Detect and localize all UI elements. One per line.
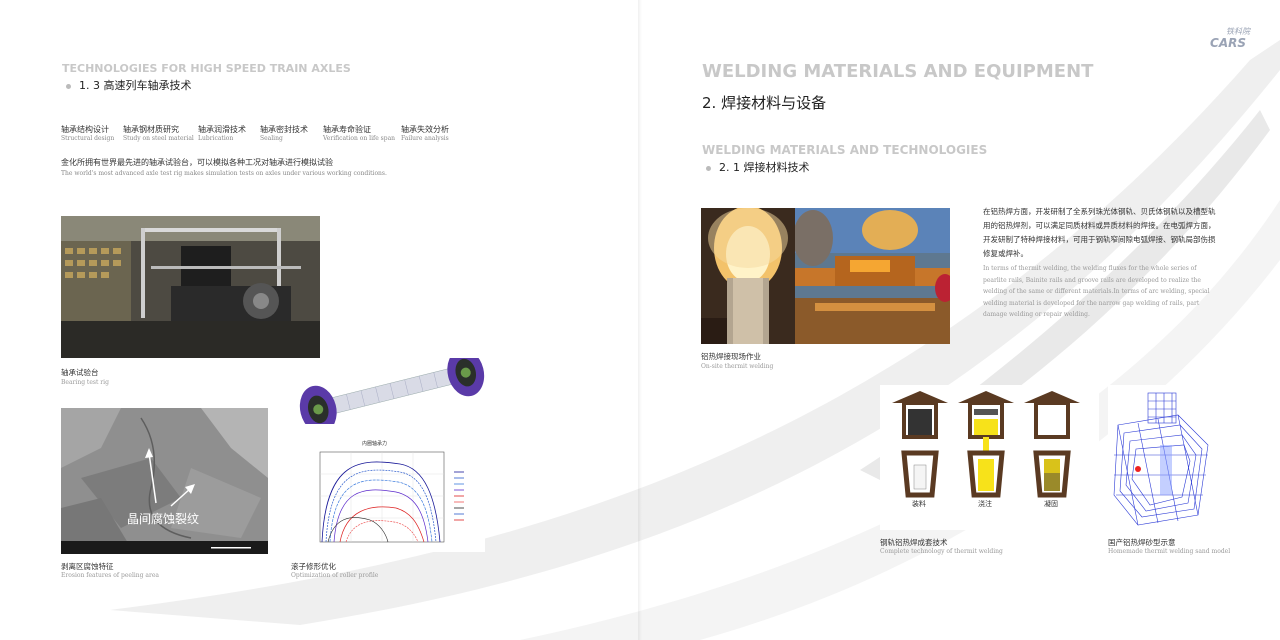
onsite-caption-zh: 铝热焊接现场作业 (701, 352, 761, 361)
bullet-dot (706, 165, 711, 171)
sem-image: 晶间腐蚀裂纹 (61, 408, 268, 554)
topic-list: 轴承结构设计 Structural design 轴承钢材质研究 Study o… (61, 124, 461, 148)
complete-caption-zh: 钢轨铝热焊成套技术 (880, 538, 948, 547)
roller-profile-chart: 内圈轴承力 (300, 438, 485, 552)
topic-en: Lubrication (198, 135, 234, 142)
left-zh-subheading: 1. 3 高速列车轴承技术 (66, 77, 192, 93)
topic-zh: 轴承钢材质研究 (123, 125, 179, 134)
profile-caption-en: Optimization of roller profile (291, 572, 379, 579)
sem-overlay-label: 晶间腐蚀裂纹 (127, 512, 200, 526)
topic-zh: 轴承结构设计 (61, 125, 109, 134)
sem-caption-zh: 剥离区腐蚀特征 (61, 562, 114, 571)
test-rig-caption-zh: 轴承试验台 (61, 368, 99, 377)
sand-model-image (1108, 385, 1216, 530)
roller-chart-title: 内圈轴承力 (362, 441, 388, 447)
logo-brand: CARS (1210, 36, 1246, 50)
topic-en: Sealing (260, 135, 283, 142)
profile-caption-zh: 滚子修形优化 (291, 562, 336, 571)
topic-item: 轴承寿命验证 Verification on life span (323, 124, 395, 142)
bullet-dot (66, 83, 71, 89)
topic-zh: 轴承失效分析 (401, 125, 449, 134)
topic-en: Study on steel material (123, 135, 194, 142)
test-rig-caption-en: Bearing test rig (61, 379, 109, 386)
right-zh-subheading-text: 2. 1 焊接材料技术 (719, 161, 810, 174)
complete-caption-en: Complete technology of thermit welding (880, 548, 1003, 555)
topic-item: 轴承结构设计 Structural design (61, 124, 114, 142)
page-gutter (638, 0, 642, 640)
stage-label-1: 装料 (912, 500, 926, 508)
sem-caption-en: Erosion features of peeling area (61, 572, 159, 579)
right-paragraph-en: In terms of thermit welding, the welding… (983, 265, 1210, 318)
left-intro-zh: 金化所拥有世界最先进的轴承试验台，可以模拟各种工况对轴承进行模拟试验 (61, 158, 333, 167)
right-zh-subheading: 2. 1 焊接材料技术 (706, 159, 810, 175)
welding-site-photo (795, 208, 950, 344)
left-zh-subheading-text: 1. 3 高速列车轴承技术 (79, 79, 192, 92)
topic-en: Verification on life span (323, 135, 396, 142)
left-en-heading: TECHNOLOGIES FOR HIGH SPEED TRAIN AXLES (62, 62, 351, 75)
welding-fire-photo (701, 208, 795, 344)
topic-zh: 轴承密封技术 (260, 125, 308, 134)
topic-item: 轴承润滑技术 Lubrication (198, 124, 246, 142)
right-zh-heading: 2. 焊接材料与设备 (702, 94, 827, 112)
test-rig-photo (61, 216, 320, 358)
onsite-caption-en: On-site thermit welding (701, 363, 774, 370)
logo-script: 铁科院 (1226, 27, 1250, 36)
brand-logo: 铁科院 CARS (1196, 26, 1256, 54)
topic-item: 轴承密封技术 Sealing (260, 124, 308, 142)
right-en-subheading: WELDING MATERIALS AND TECHNOLOGIES (702, 143, 988, 157)
right-paragraph-zh: 在铝热焊方面，开发研制了全系列珠光体钢轨、贝氏体钢轨以及槽型轨用的铝热焊剂，可以… (983, 207, 1216, 258)
topic-en: Structural design (61, 135, 115, 142)
stage-label-2: 浇注 (978, 500, 992, 508)
sand-model-caption-en: Homemade thermit welding sand model (1108, 548, 1231, 555)
sand-model-caption-zh: 国产铝热焊砂型示意 (1108, 538, 1176, 547)
topic-zh: 轴承寿命验证 (323, 125, 371, 134)
topic-item: 轴承失效分析 Failure analysis (401, 124, 449, 142)
right-en-heading: WELDING MATERIALS AND EQUIPMENT (702, 61, 1094, 82)
topic-item: 轴承钢材质研究 Study on steel material (123, 124, 194, 142)
axle-model-image (292, 358, 492, 424)
topic-zh: 轴承润滑技术 (198, 125, 246, 134)
stage-label-3: 凝固 (1044, 500, 1058, 508)
thermit-stages-diagram: 装料 浇注 凝固 (880, 385, 1099, 530)
left-intro-en: The world's most advanced axle test rig … (61, 170, 387, 177)
topic-en: Failure analysis (401, 135, 449, 142)
